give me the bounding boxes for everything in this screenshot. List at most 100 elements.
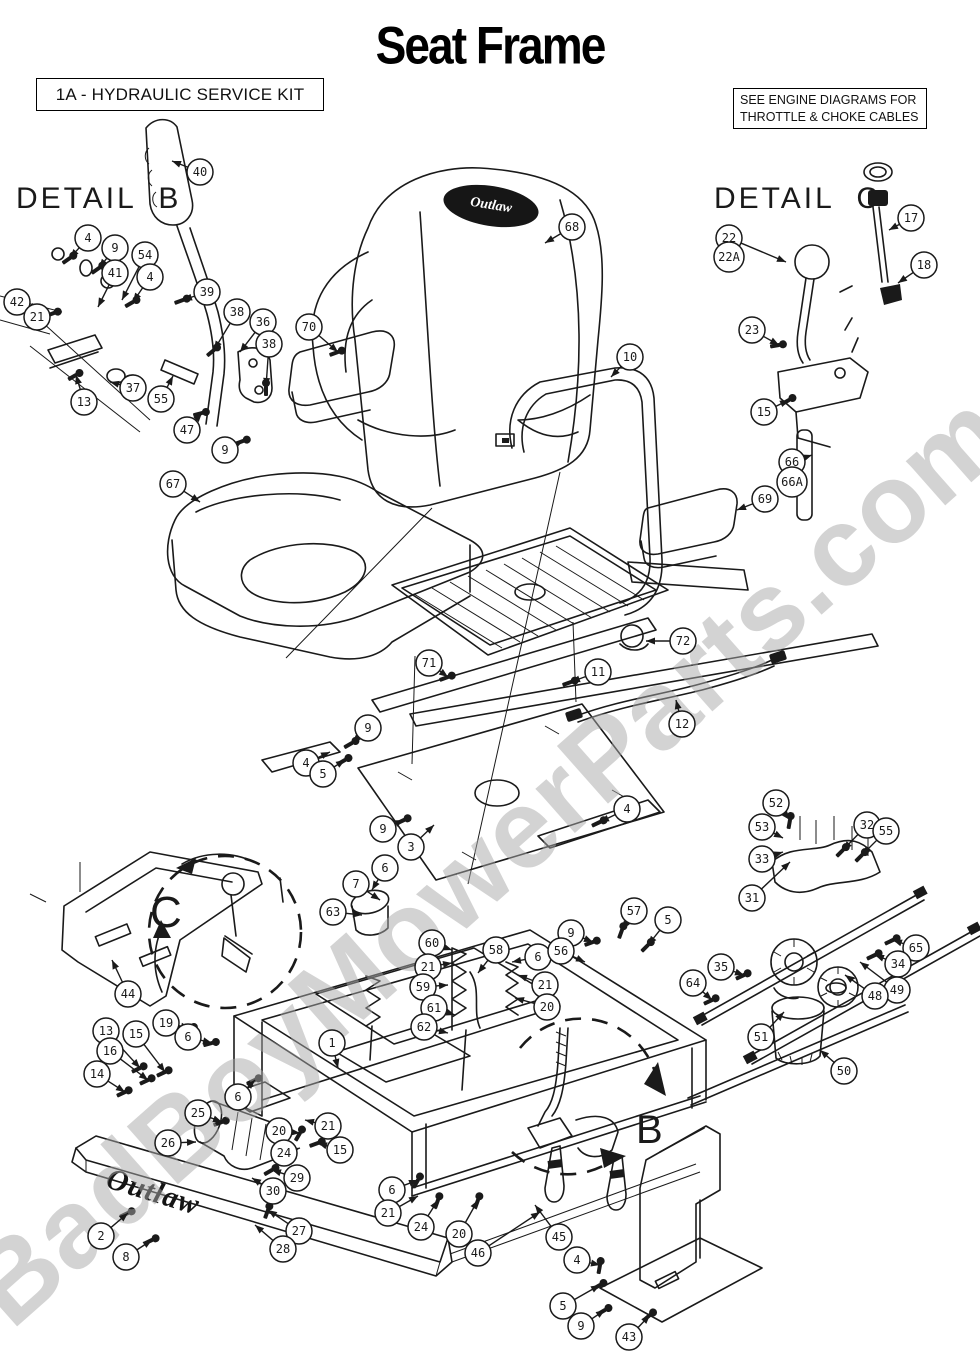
svg-text:38: 38 (262, 337, 276, 351)
svg-text:27: 27 (292, 1224, 306, 1238)
callout-30: 30 (251, 1177, 287, 1205)
callout-59: 59 (409, 973, 449, 1001)
svg-text:32: 32 (860, 818, 874, 832)
callout-55: 55 (861, 817, 900, 856)
svg-text:37: 37 (126, 381, 140, 395)
callout-54: 54 (121, 241, 159, 301)
svg-text:44: 44 (121, 987, 135, 1001)
svg-text:9: 9 (111, 241, 118, 255)
callout-53: 53 (748, 813, 784, 841)
callout-72: 72 (646, 627, 697, 655)
callout-52: 52 (762, 789, 791, 821)
svg-text:10: 10 (623, 350, 637, 364)
callout-34: 34 (874, 950, 912, 978)
callout-29: 29 (271, 1164, 311, 1192)
svg-text:1: 1 (328, 1036, 335, 1050)
svg-text:69: 69 (758, 492, 772, 506)
svg-text:4: 4 (146, 270, 153, 284)
svg-text:21: 21 (381, 1206, 395, 1220)
svg-text:3: 3 (407, 840, 414, 854)
svg-text:45: 45 (552, 1230, 566, 1244)
callout-6: 6 (371, 854, 399, 891)
callout-46: 46 (464, 1211, 541, 1267)
callout-44: 44 (111, 959, 142, 1008)
callout-48: 48 (844, 974, 889, 1010)
callout-5: 5 (549, 1284, 601, 1320)
detail-b-label: DETAIL B (16, 182, 182, 215)
callout-26: 26 (154, 1129, 197, 1157)
callout-2: 2 (87, 1212, 129, 1250)
callout-4: 4 (132, 263, 164, 303)
callout-10: 10 (610, 343, 644, 378)
svg-text:6: 6 (234, 1090, 241, 1104)
callout-21: 21 (374, 1195, 419, 1227)
callout-27: 27 (267, 1209, 313, 1245)
hydraulic-service-kit-label: 1A - HYDRAULIC SERVICE KIT (36, 78, 324, 111)
callout-4: 4 (563, 1246, 601, 1274)
callout-7: 7 (342, 870, 381, 901)
svg-text:9: 9 (577, 1319, 584, 1333)
svg-text:71: 71 (422, 656, 436, 670)
svg-text:21: 21 (321, 1119, 335, 1133)
svg-text:53: 53 (755, 820, 769, 834)
callout-31: 31 (738, 861, 791, 912)
svg-text:46: 46 (471, 1246, 485, 1260)
svg-text:8: 8 (122, 1250, 129, 1264)
callout-1: 1 (318, 1029, 346, 1069)
svg-text:13: 13 (77, 395, 91, 409)
callout-71: 71 (415, 649, 449, 678)
svg-text:34: 34 (891, 957, 905, 971)
svg-text:22A: 22A (718, 250, 740, 264)
callout-12: 12 (668, 699, 696, 738)
svg-text:17: 17 (904, 211, 918, 225)
svg-text:5: 5 (559, 1299, 566, 1313)
svg-text:14: 14 (90, 1067, 104, 1081)
svg-text:5: 5 (319, 767, 326, 781)
callout-47: 47 (173, 412, 203, 444)
svg-text:20: 20 (452, 1227, 466, 1241)
svg-text:6: 6 (184, 1030, 191, 1044)
svg-text:29: 29 (290, 1171, 304, 1185)
svg-text:72: 72 (676, 634, 690, 648)
svg-text:15: 15 (333, 1143, 347, 1157)
callout-37: 37 (109, 374, 147, 402)
svg-text:42: 42 (10, 295, 24, 309)
callout-18: 18 (897, 251, 938, 284)
svg-text:9: 9 (364, 721, 371, 735)
callout-17: 17 (888, 204, 925, 232)
svg-text:18: 18 (917, 258, 931, 272)
svg-text:20: 20 (272, 1124, 286, 1138)
callout-65: 65 (892, 934, 930, 962)
svg-text:33: 33 (755, 852, 769, 866)
callout-56: 56 (547, 937, 586, 965)
svg-text:51: 51 (754, 1030, 768, 1044)
svg-text:61: 61 (427, 1001, 441, 1015)
svg-text:58: 58 (489, 943, 503, 957)
svg-text:4: 4 (84, 231, 91, 245)
svg-text:13: 13 (99, 1024, 113, 1038)
svg-text:59: 59 (416, 980, 430, 994)
svg-text:6: 6 (381, 861, 388, 875)
svg-text:63: 63 (326, 905, 340, 919)
svg-text:7: 7 (352, 877, 359, 891)
svg-text:31: 31 (745, 891, 759, 905)
svg-text:30: 30 (266, 1184, 280, 1198)
svg-text:52: 52 (769, 796, 783, 810)
page-title: Seat Frame (375, 15, 607, 75)
svg-text:66: 66 (785, 455, 799, 469)
svg-text:35: 35 (714, 960, 728, 974)
callout-9: 9 (351, 714, 382, 744)
callout-24: 24 (407, 1199, 439, 1241)
svg-text:47: 47 (180, 423, 194, 437)
detail-c-reference-circle (147, 853, 303, 1010)
svg-text:4: 4 (573, 1253, 580, 1267)
callout-6: 6 (511, 943, 552, 971)
svg-text:57: 57 (627, 904, 641, 918)
engine-diagrams-note: SEE ENGINE DIAGRAMS FOR THROTTLE & CHOKE… (733, 88, 927, 129)
svg-text:26: 26 (161, 1136, 175, 1150)
callout-14: 14 (83, 1060, 126, 1093)
callout-23: 23 (738, 316, 780, 346)
svg-text:67: 67 (166, 477, 180, 491)
svg-text:15: 15 (757, 405, 771, 419)
svg-text:49: 49 (890, 983, 904, 997)
